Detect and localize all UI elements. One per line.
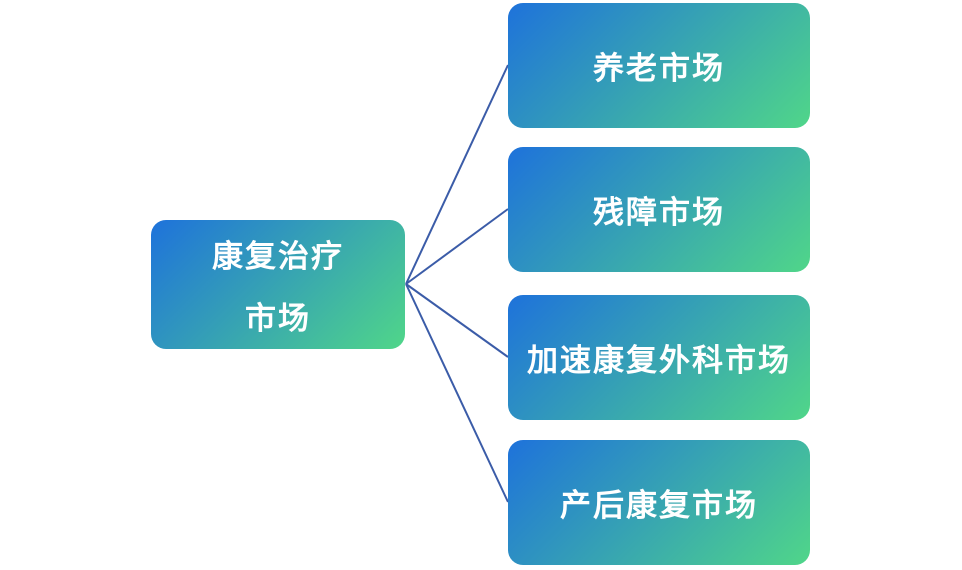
child-node-postpartum-market: 产后康复市场 <box>508 440 810 565</box>
child-node-eras-market: 加速康复外科市场 <box>508 295 810 420</box>
child-node-label: 养老市场 <box>593 51 725 86</box>
root-node-label-line2: 市场 <box>245 301 311 336</box>
child-node-elderly-market: 养老市场 <box>508 3 810 128</box>
child-node-label: 加速康复外科市场 <box>527 343 791 378</box>
connector-root-to-child-3 <box>405 283 509 503</box>
child-node-disability-market: 残障市场 <box>508 147 810 272</box>
connector-root-to-child-2 <box>405 283 509 358</box>
connector-root-to-child-0 <box>405 64 509 285</box>
root-node-rehab-treatment-market: 康复治疗 市场 <box>151 220 405 349</box>
connector-root-to-child-1 <box>405 208 509 285</box>
root-node-label-line1: 康复治疗 <box>212 239 344 274</box>
child-node-label: 产后康复市场 <box>560 488 758 523</box>
child-node-label: 残障市场 <box>593 195 725 230</box>
